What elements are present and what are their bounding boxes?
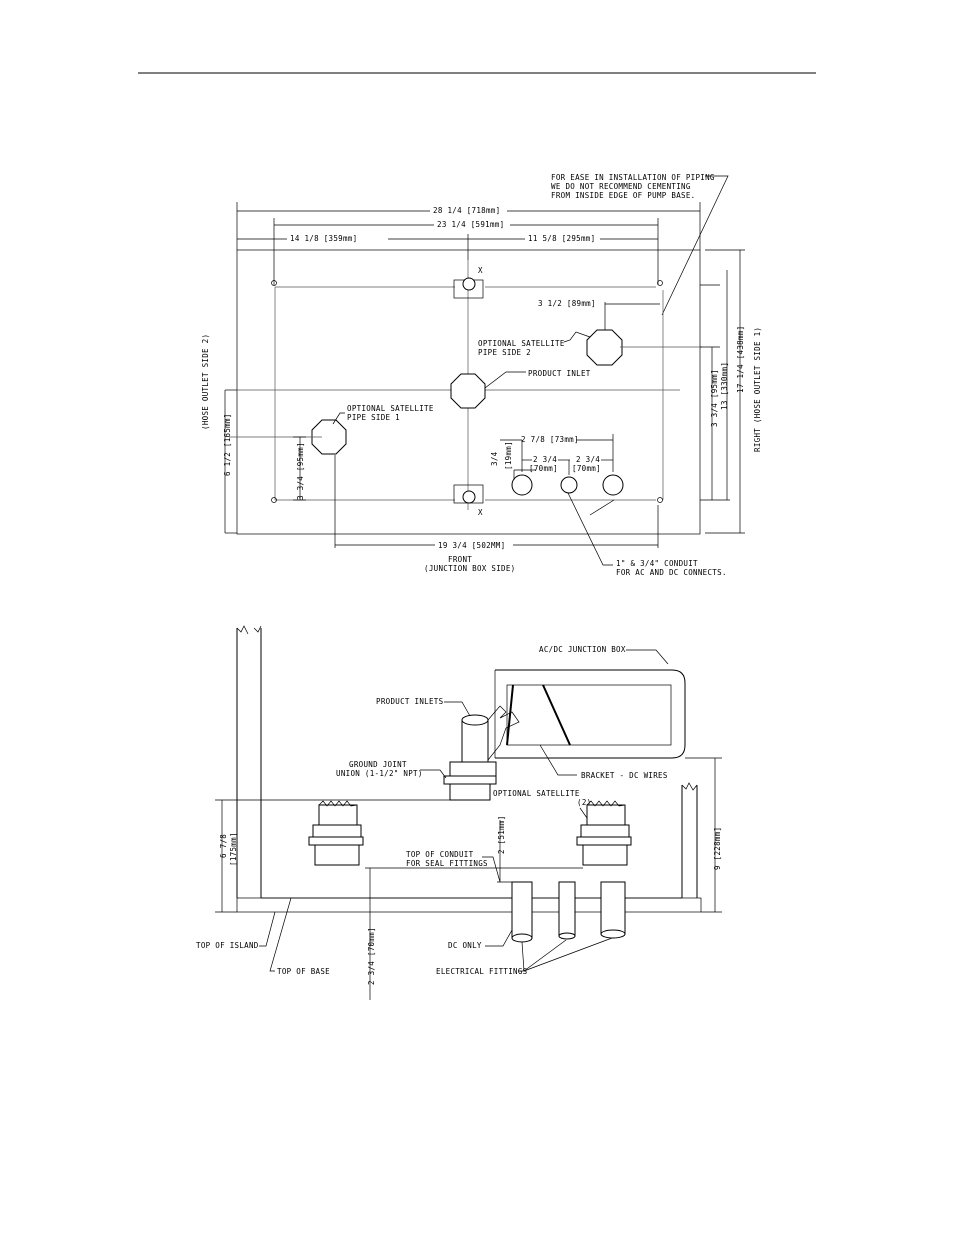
right-side-label: RIGHT (HOSE OUTLET SIDE 1) [753, 327, 762, 452]
satellite-side-2-octagon [586, 329, 623, 366]
satellite-side-2-label-1: OPTIONAL SATELLITE [478, 339, 565, 348]
elev-dim-right-height: 9 [228mm] [713, 827, 722, 870]
elev-dim-left-height-2: [175mm] [229, 832, 238, 866]
plan-note-line-2: WE DO NOT RECOMMEND CEMENTING [551, 182, 691, 191]
satellite-side-1-label-2: PIPE SIDE 1 [347, 413, 400, 422]
plan-dim-conduit-spacing-1b: [70mm] [529, 464, 558, 473]
plan-dim-overall-width: 28 1/4 [718mm] [433, 206, 500, 215]
conduit-3 [602, 474, 624, 496]
product-inlet-octagon [450, 373, 486, 409]
plan-view: FOR EASE IN INSTALLATION OF PIPING WE DO… [201, 173, 762, 577]
plan-note-line-3: FROM INSIDE EDGE OF PUMP BASE. [551, 191, 695, 200]
plan-dim-left: 14 1/8 [359mm] [290, 234, 357, 243]
elevation-view: AC/DC JUNCTION BOX BRACKET - DC WIRES PR… [196, 625, 722, 1000]
left-side-label: (HOSE OUTLET SIDE 2) [201, 334, 210, 430]
satellite-side-1-label-1: OPTIONAL SATELLITE [347, 404, 434, 413]
front-label-1: FRONT [448, 555, 472, 564]
plan-dim-conduit-depth-1: 3/4 [490, 451, 499, 466]
bracket-label: BRACKET - DC WIRES [581, 771, 668, 780]
ground-joint-label-2: UNION (1-1/2" NPT) [336, 769, 423, 778]
conduit-label-2: FOR AC AND DC CONNECTS. [616, 568, 727, 577]
satellite-side-2-label-2: PIPE SIDE 2 [478, 348, 531, 357]
junction-box-label: AC/DC JUNCTION BOX [539, 645, 626, 654]
plan-dim-conduit-spacing-1a: 2 3/4 [533, 455, 557, 464]
plan-dim-right: 11 5/8 [295mm] [528, 234, 595, 243]
plan-dim-conduit-total: 2 7/8 [73mm] [521, 435, 579, 444]
plan-dim-sat2-offset: 3 1/2 [89mm] [538, 299, 596, 308]
elev-dim-left-height-1: 6 7/8 [219, 834, 228, 858]
conduit-label-1: 1" & 3/4" CONDUIT [616, 559, 698, 568]
plan-dim-conduit-depth-2: [19mm] [504, 441, 513, 470]
plan-dim-conduit-spacing-2b: [70mm] [572, 464, 601, 473]
plan-dim-conduit-spacing-2a: 2 3/4 [576, 455, 600, 464]
plan-note-line-1: FOR EASE IN INSTALLATION OF PIPING [551, 173, 715, 182]
plan-dim-right-inner-1: 3 3/4 [95mm] [710, 369, 719, 427]
optional-satellite-label-1: OPTIONAL SATELLITE [493, 789, 580, 798]
electrical-fittings-label: ELECTRICAL FITTINGS [436, 967, 528, 976]
conduit-1 [511, 474, 533, 496]
optional-satellite-label-2: (2) [577, 798, 591, 807]
satellite-side-1-octagon [311, 419, 347, 455]
conduit-2 [560, 476, 578, 494]
plan-dim-left-height: 6 1/2 [165mm] [223, 413, 232, 476]
plan-x-mark-top: X [478, 266, 483, 275]
top-of-island-label: TOP OF ISLAND [196, 941, 259, 950]
plan-dim-inner-width: 23 1/4 [591mm] [437, 220, 504, 229]
plan-dim-right-inner-2: 13 [330mm] [720, 362, 729, 410]
plan-dim-right-outer: 17 1/4 [438mm] [736, 326, 745, 393]
plan-x-mark-bottom: X [478, 508, 483, 517]
elev-dim-conduit-height: 2 [51mm] [497, 815, 506, 854]
top-of-conduit-label-1: TOP OF CONDUIT [406, 850, 474, 859]
product-inlets-label: PRODUCT INLETS [376, 697, 444, 706]
top-of-base-label: TOP OF BASE [277, 967, 330, 976]
dc-only-label: DC ONLY [448, 941, 482, 950]
elev-dim-base-height: 2 3/4 [70mm] [367, 927, 376, 985]
plan-dim-bottom-width: 19 3/4 [502MM] [438, 541, 505, 550]
top-of-conduit-label-2: FOR SEAL FITTINGS [406, 859, 488, 868]
product-inlet-label: PRODUCT INLET [528, 369, 591, 378]
plan-dim-sat1-height: 3 3/4 [95mm] [296, 442, 305, 500]
ground-joint-label-1: GROUND JOINT [349, 760, 407, 769]
front-label-2: (JUNCTION BOX SIDE) [424, 564, 516, 573]
